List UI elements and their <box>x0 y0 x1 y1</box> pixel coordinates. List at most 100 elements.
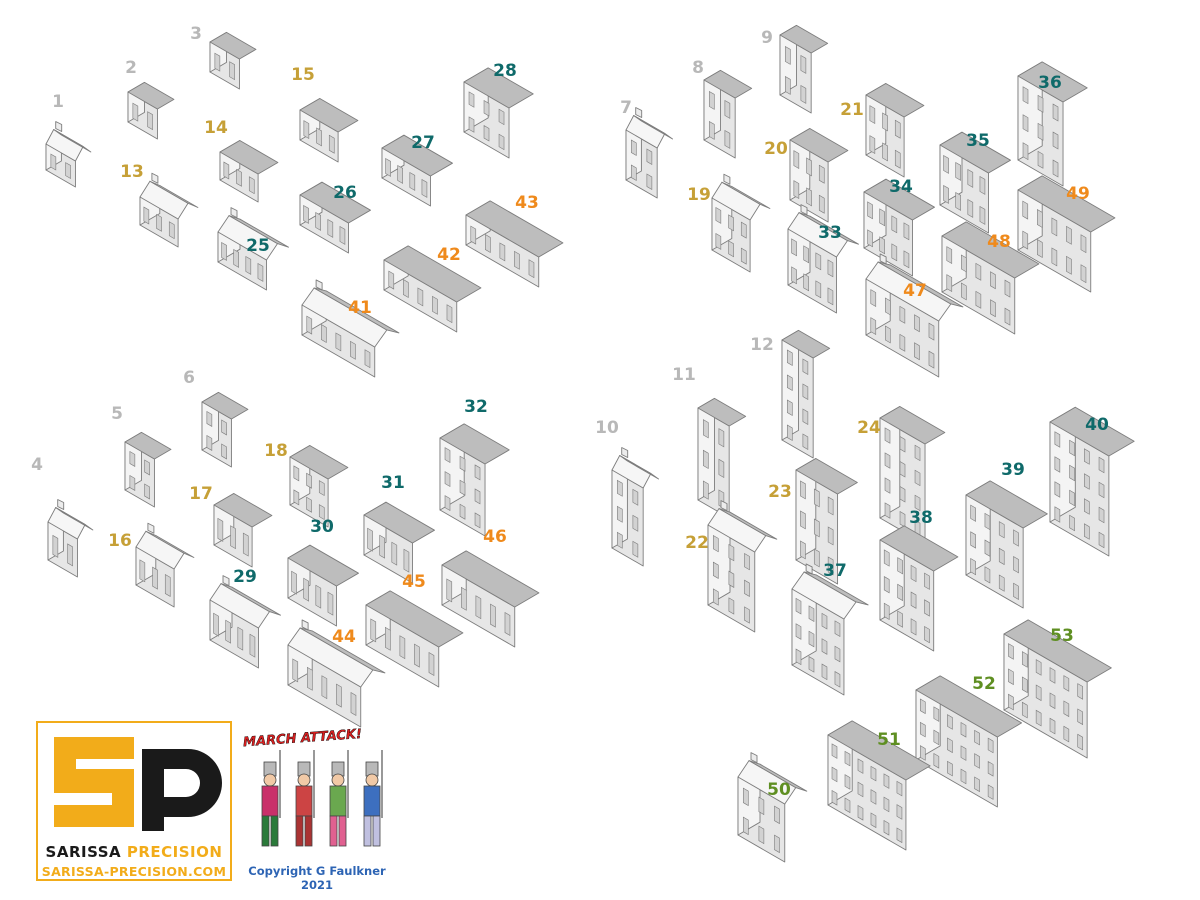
soldier-part <box>304 815 313 847</box>
building-window <box>910 564 917 583</box>
building-18 <box>289 445 349 528</box>
building-window <box>827 496 834 516</box>
building-window <box>1008 643 1014 660</box>
building-window <box>461 586 467 611</box>
building-window <box>1069 439 1075 457</box>
building-flat-roof <box>383 245 482 303</box>
building-window <box>291 570 297 595</box>
building-window <box>1037 122 1044 141</box>
building-window <box>870 812 877 829</box>
building-window <box>827 287 834 306</box>
building-27 <box>381 134 453 207</box>
building-window <box>1004 279 1011 298</box>
building-window <box>1049 692 1056 710</box>
building-window <box>1022 200 1029 220</box>
building-window <box>474 488 481 505</box>
building-label-13: 13 <box>120 162 144 182</box>
building-window <box>742 816 749 836</box>
building-window <box>883 796 890 813</box>
building-window <box>206 434 213 451</box>
building-window <box>490 603 496 628</box>
building-window <box>702 480 709 500</box>
building-window <box>306 496 312 513</box>
building-window <box>960 768 967 785</box>
building-window <box>970 531 976 549</box>
building-window <box>293 465 300 482</box>
building-window <box>793 150 800 170</box>
building-window <box>882 112 888 132</box>
building-window <box>803 273 809 292</box>
building-label-5: 5 <box>111 404 123 424</box>
labels-layer: 1234567891011121314151617181920212223242… <box>31 24 1109 800</box>
building-45 <box>365 590 464 688</box>
building-window <box>712 588 719 606</box>
building-chimney <box>879 253 887 265</box>
building-window <box>483 100 490 117</box>
building-window <box>933 752 940 769</box>
building-window <box>1077 708 1084 726</box>
sarissa-precision-logo: SARISSA PRECISION SARISSA-PRECISION.COM <box>36 721 232 881</box>
soldier-part <box>329 815 338 847</box>
building-window <box>144 483 150 500</box>
building-roof-back-slope <box>145 530 195 558</box>
building-window <box>1037 150 1044 169</box>
building-window <box>303 577 309 602</box>
building-flat-roof <box>381 134 453 177</box>
building-label-15: 15 <box>291 65 315 85</box>
building-flat-roof <box>463 67 534 109</box>
building-label-44: 44 <box>332 627 356 647</box>
building-window <box>233 248 239 268</box>
building-25 <box>217 207 289 291</box>
building-window <box>444 447 451 464</box>
building-window <box>808 605 815 622</box>
building-window <box>786 399 793 416</box>
building-window <box>321 324 327 343</box>
building-window <box>1035 709 1042 727</box>
building-30 <box>287 544 359 627</box>
building-window <box>813 548 820 568</box>
building-label-18: 18 <box>264 441 288 461</box>
building-label-27: 27 <box>411 133 435 153</box>
building-window <box>65 162 71 180</box>
building-window <box>979 175 986 195</box>
building-window <box>475 595 482 620</box>
building-window <box>702 419 709 439</box>
building-window <box>414 643 420 668</box>
building-window <box>894 149 901 169</box>
building-window <box>1004 307 1011 326</box>
building-label-35: 35 <box>966 131 990 151</box>
building-flat-roof <box>213 493 273 528</box>
building-chimney <box>230 207 238 219</box>
soldier-part <box>297 773 311 787</box>
building-label-30: 30 <box>310 517 334 537</box>
building-window <box>869 135 876 155</box>
building-window <box>987 760 994 777</box>
building-window <box>293 489 300 506</box>
building-window <box>910 591 917 609</box>
building-window <box>728 543 735 562</box>
building-window <box>791 238 797 257</box>
building-window <box>870 289 877 308</box>
building-window <box>758 796 765 816</box>
building-window <box>844 750 851 767</box>
building-label-50: 50 <box>767 780 791 800</box>
building-window <box>1022 142 1029 161</box>
building-flat-roof <box>124 431 172 460</box>
building-flat-roof <box>863 178 935 221</box>
building-window <box>869 105 876 125</box>
building-flat-roof <box>127 81 175 110</box>
building-window <box>961 282 967 301</box>
building-window <box>315 211 321 231</box>
building-window <box>806 157 812 177</box>
building-window <box>446 304 453 324</box>
building-window <box>432 295 438 315</box>
building-window <box>1022 86 1029 105</box>
building-window <box>802 383 809 400</box>
building-window <box>834 645 841 663</box>
building-window <box>1063 725 1070 743</box>
building-window <box>808 630 815 648</box>
building-window <box>831 789 838 806</box>
building-window <box>867 229 873 248</box>
sp-monogram-icon <box>54 737 222 831</box>
building-5 <box>124 431 172 508</box>
